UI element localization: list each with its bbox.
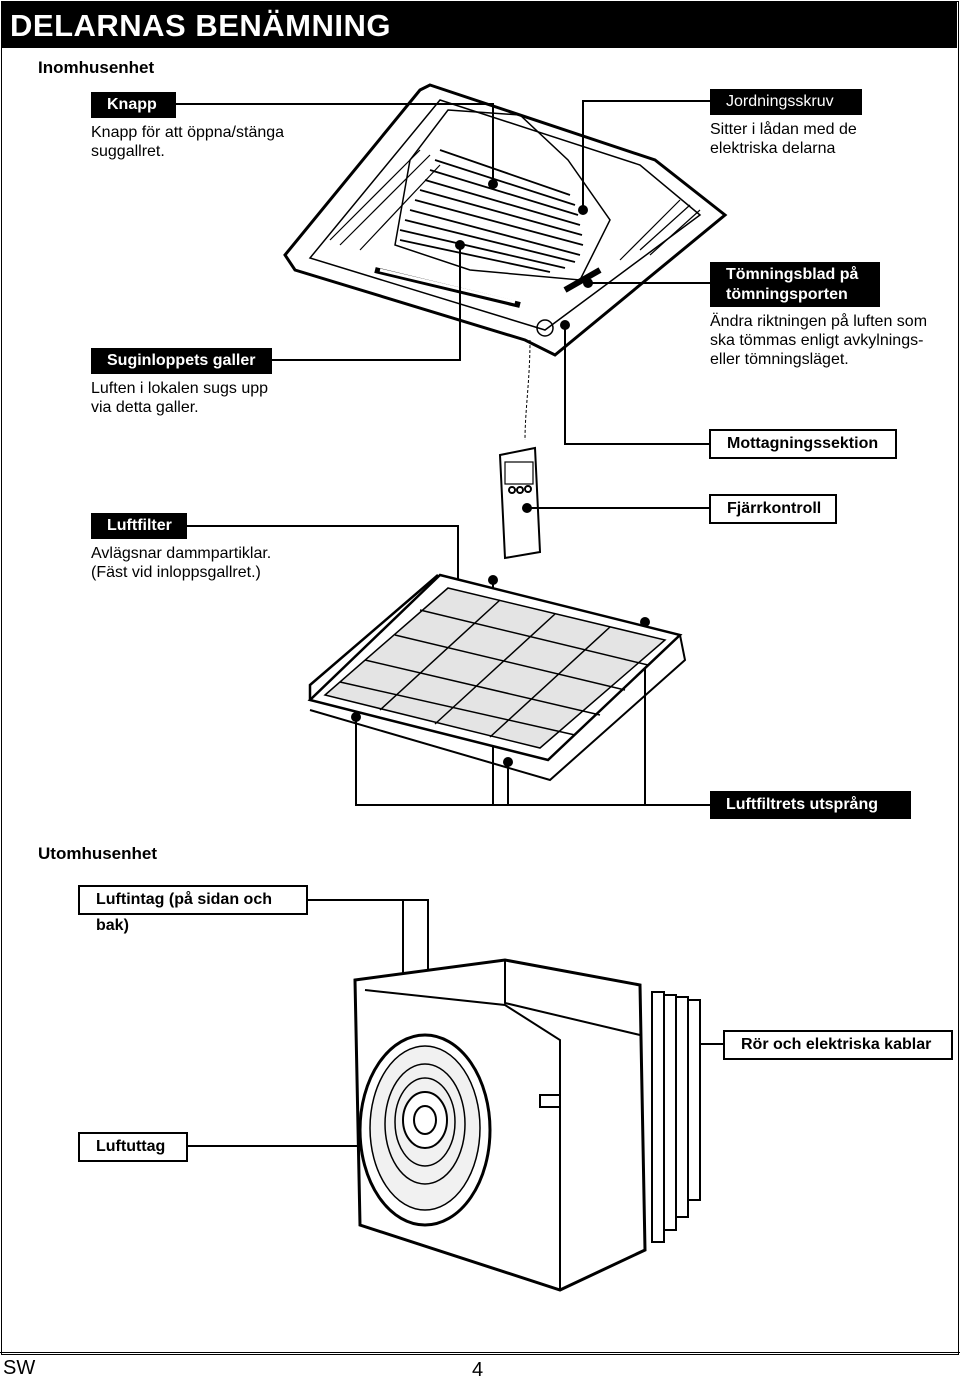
- label-ror: Rör och elektriska kablar: [723, 1030, 953, 1060]
- label-fjarrkontroll: Fjärrkontroll: [709, 494, 837, 524]
- desc-luftfilter: Avlägsnar dammpartiklar.(Fäst vid inlopp…: [91, 545, 272, 581]
- outdoor-leader-lines: [188, 899, 723, 1147]
- title-bar: DELARNAS BENÄMNING: [2, 2, 957, 48]
- label-luftuttag: Luftuttag: [78, 1132, 188, 1162]
- label-luftintag: Luftintag (på sidan och bak): [78, 885, 308, 934]
- page-number: 4: [472, 1359, 484, 1381]
- label-jordningsskruv: Jordningsskruv: [710, 89, 862, 115]
- outdoor-heading: Utomhusenhet: [38, 844, 157, 863]
- label-utsprang: Luftfiltrets utsprång: [710, 791, 911, 819]
- label-mottagning: Mottagningssektion: [709, 429, 897, 459]
- indoor-heading: Inomhusenhet: [38, 58, 155, 77]
- footer-language: SW: [3, 1357, 36, 1379]
- label-suginlopp: Suginloppets galler: [91, 348, 272, 374]
- indoor-leader-lines: [176, 100, 862, 806]
- outdoor-unit: [353, 958, 701, 1292]
- pipes: [651, 991, 701, 1243]
- air-filter: [307, 573, 687, 782]
- page-frame: [1, 1, 959, 1355]
- page-title: DELARNAS BENÄMNING: [10, 8, 391, 43]
- cassette-panel: [283, 83, 728, 357]
- footer-rule: [0, 1352, 960, 1353]
- remote-control: [498, 446, 542, 560]
- label-knapp: Knapp: [91, 92, 176, 118]
- remote-cable: [524, 339, 531, 441]
- label-luftfilter: Luftfilter: [91, 513, 187, 539]
